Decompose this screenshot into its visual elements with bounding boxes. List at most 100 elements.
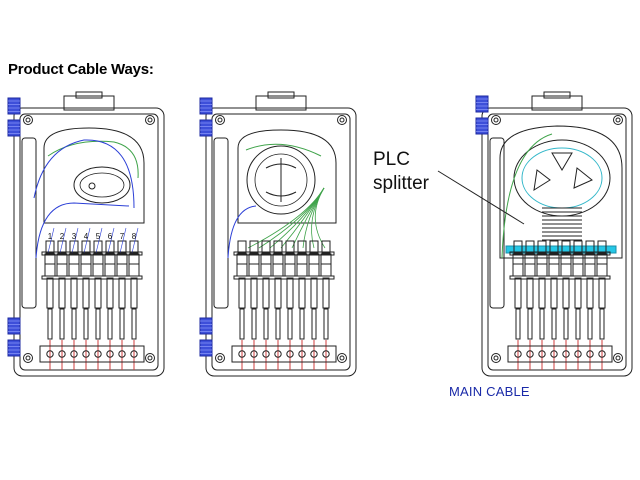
adapter-bracket <box>41 251 143 256</box>
housing-inner-outline <box>211 113 351 371</box>
sc-adapter <box>560 253 572 277</box>
pigtail-sleeve <box>95 308 101 340</box>
left-cable-channel <box>213 137 229 309</box>
pigtail-sleeve <box>119 308 125 340</box>
fiber-to-port <box>47 227 55 254</box>
fiber-to-port <box>95 227 103 254</box>
top-latch-cap <box>543 91 571 99</box>
adapter-top <box>237 240 247 254</box>
connector-boot <box>322 277 330 309</box>
cable-entry-port <box>94 350 102 358</box>
fiber-blue <box>33 139 135 209</box>
connector-boot <box>82 277 90 309</box>
port-number-label: 5 <box>96 232 101 241</box>
sc-adapter <box>584 253 596 277</box>
cable-clamp <box>199 119 213 137</box>
connector-boot <box>130 277 138 309</box>
cable-entry-bar <box>39 345 145 363</box>
cable-entry-port <box>286 350 294 358</box>
cable-entry-port <box>586 350 594 358</box>
plc-label-line1: PLC <box>373 149 410 170</box>
mounting-screw <box>491 115 501 125</box>
adapter-top <box>549 240 559 254</box>
adapter-top <box>117 240 127 254</box>
adapter-top <box>69 240 79 254</box>
adapter-top <box>309 240 319 254</box>
pigtail-sleeve <box>107 308 113 340</box>
connector-boot <box>550 277 558 309</box>
connector-boot <box>298 277 306 309</box>
mounting-screw-center <box>217 355 223 361</box>
connector-boot <box>310 277 318 309</box>
connector-boot <box>274 277 282 309</box>
storage-spool-inner <box>254 153 308 207</box>
adapter-top <box>597 240 607 254</box>
sc-adapter <box>116 253 128 277</box>
top-latch <box>255 95 307 111</box>
page-title: Product Cable Ways: <box>8 61 154 78</box>
enclosure-box-2 <box>199 91 357 377</box>
sc-adapter <box>80 253 92 277</box>
mounting-screw <box>613 353 623 363</box>
adapter-top <box>93 240 103 254</box>
port-number-label: 6 <box>108 232 113 241</box>
connector-boot <box>526 277 534 309</box>
adapter-bracket <box>233 275 335 280</box>
mounting-screw-center <box>25 117 31 123</box>
cable-clamp <box>199 97 213 115</box>
mounting-screw <box>215 353 225 363</box>
pigtail-sleeve <box>47 308 53 340</box>
port-number-label: 2 <box>60 232 65 241</box>
fiber-to-port <box>107 227 115 254</box>
spool-paddle <box>551 152 573 171</box>
cable-entry-port <box>106 350 114 358</box>
port-number-label: 7 <box>120 232 125 241</box>
sc-adapter <box>248 253 260 277</box>
left-cable-channel <box>489 137 505 309</box>
adapter-top <box>249 240 259 254</box>
plc-leader-line <box>437 170 525 225</box>
cable-entry-port <box>274 350 282 358</box>
sc-adapter <box>56 253 68 277</box>
cable-clamp <box>7 317 21 335</box>
splice-tray <box>499 125 623 259</box>
plc-label-line2: splitter <box>373 173 429 194</box>
splice-tray <box>237 129 337 224</box>
storage-oval-inner <box>79 172 125 198</box>
cable-entry-port <box>70 350 78 358</box>
pigtail-sleeve <box>251 308 257 340</box>
adapter-bracket <box>233 251 335 256</box>
connector-boot <box>106 277 114 309</box>
sc-adapter <box>536 253 548 277</box>
cable-entry-port <box>562 350 570 358</box>
fiber-green-fanout <box>269 187 325 249</box>
fiber-to-port <box>71 227 79 254</box>
mounting-screw-center <box>339 355 345 361</box>
pigtail-sleeve <box>83 308 89 340</box>
cable-clamp <box>475 95 489 113</box>
left-cable-channel <box>21 137 37 309</box>
connector-boot <box>118 277 126 309</box>
connector-boot <box>70 277 78 309</box>
pigtail-sleeve <box>59 308 65 340</box>
adapter-top <box>261 240 271 254</box>
cable-entry-port <box>130 350 138 358</box>
cable-entry-port <box>46 350 54 358</box>
cable-entry-port <box>598 350 606 358</box>
port-number-label: 8 <box>132 232 137 241</box>
sc-adapter <box>524 253 536 277</box>
adapter-top <box>537 240 547 254</box>
fiber-blue-route <box>227 205 257 259</box>
port-number-label: 3 <box>72 232 77 241</box>
mounting-screw-center <box>615 117 621 123</box>
spool-paddle <box>533 169 551 191</box>
connector-boot <box>94 277 102 309</box>
fiber-green <box>501 133 553 259</box>
cable-entry-port <box>514 350 522 358</box>
mounting-screw-center <box>147 355 153 361</box>
spool-paddle <box>573 167 593 189</box>
pigtail-sleeve <box>539 308 545 340</box>
mounting-screw-center <box>493 117 499 123</box>
adapter-bracket <box>509 251 611 256</box>
connector-boot <box>598 277 606 309</box>
